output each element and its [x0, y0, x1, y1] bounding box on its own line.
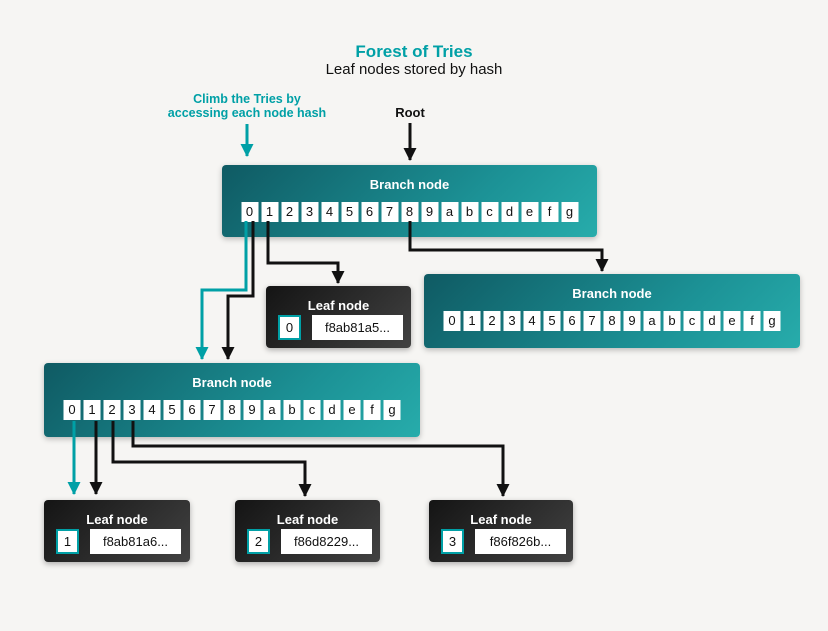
hex-cell-d: d [703, 311, 721, 331]
leaf-node-3-index: 3 [441, 529, 464, 554]
hex-cell-b: b [663, 311, 681, 331]
hex-cell-7: 7 [583, 311, 601, 331]
leaf-node-2-row: 2 f86d8229... [247, 529, 372, 554]
leaf-node-3-hash: f86f826b... [475, 529, 566, 554]
hex-cell-8: 8 [223, 400, 241, 420]
page-title: Forest of Tries [355, 42, 473, 61]
leaf-node-2-title: Leaf node [276, 512, 339, 527]
hex-cell-f: f [743, 311, 761, 331]
hex-cell-f: f [541, 202, 558, 222]
hex-cell-0: 0 [241, 202, 258, 222]
leaf-node-0: Leaf node 0 f8ab81a5... [266, 286, 411, 348]
hex-cell-4: 4 [143, 400, 161, 420]
hex-cell-1: 1 [261, 202, 278, 222]
leaf-node-0-index: 0 [278, 315, 301, 340]
leaf-node-2-index: 2 [247, 529, 270, 554]
leaf-node-1-index: 1 [56, 529, 79, 554]
hex-cell-5: 5 [543, 311, 561, 331]
hex-cell-7: 7 [203, 400, 221, 420]
climb-annotation-line1: Climb the Tries by [193, 92, 301, 106]
hex-cell-2: 2 [483, 311, 501, 331]
hex-cell-4: 4 [523, 311, 541, 331]
arrow-top-to-left-branch [221, 221, 255, 360]
page-subtitle: Leaf nodes stored by hash [325, 61, 503, 78]
hex-cell-b: b [461, 202, 478, 222]
hex-cell-g: g [383, 400, 401, 420]
hex-cell-5: 5 [341, 202, 358, 222]
hex-cell-5: 5 [163, 400, 181, 420]
hex-cell-g: g [763, 311, 781, 331]
hex-cell-c: c [303, 400, 321, 420]
leaf-node-3-title: Leaf node [470, 512, 532, 527]
leaf-node-3: Leaf node 3 f86f826b... [429, 500, 573, 562]
hex-cell-e: e [343, 400, 361, 420]
hex-cell-9: 9 [623, 311, 641, 331]
hex-cell-3: 3 [123, 400, 141, 420]
branch-node-top-title: Branch node [369, 177, 450, 192]
hex-cell-8: 8 [401, 202, 418, 222]
hex-cell-2: 2 [103, 400, 121, 420]
branch-node-left-title: Branch node [192, 375, 272, 390]
hex-cell-9: 9 [421, 202, 438, 222]
hex-cell-1: 1 [463, 311, 481, 331]
hex-cell-6: 6 [361, 202, 378, 222]
hex-cell-6: 6 [183, 400, 201, 420]
climb-annotation: Climb the Tries by accessing each node h… [147, 92, 347, 120]
leaf-node-2: Leaf node 2 f86d8229... [235, 500, 380, 562]
leaf-node-0-title: Leaf node [307, 298, 370, 313]
leaf-node-3-row: 3 f86f826b... [441, 529, 566, 554]
leaf-node-0-row: 0 f8ab81a5... [278, 315, 403, 340]
hex-cell-c: c [481, 202, 498, 222]
arrow-top-to-left-branch-teal [195, 221, 248, 360]
hex-cell-3: 3 [301, 202, 318, 222]
hex-cell-8: 8 [603, 311, 621, 331]
hex-cell-a: a [441, 202, 458, 222]
branch-node-right-title: Branch node [572, 286, 652, 301]
leaf-node-1-title: Leaf node [86, 512, 148, 527]
hex-cell-g: g [561, 202, 578, 222]
hex-cell-9: 9 [243, 400, 261, 420]
hex-cell-a: a [263, 400, 281, 420]
hex-cell-e: e [521, 202, 538, 222]
leaf-node-1: Leaf node 1 f8ab81a6... [44, 500, 190, 562]
hex-cell-c: c [683, 311, 701, 331]
hex-cell-e: e [723, 311, 741, 331]
hex-cell-2: 2 [281, 202, 298, 222]
hex-cell-a: a [643, 311, 661, 331]
hex-cell-1: 1 [83, 400, 101, 420]
leaf-node-0-hash: f8ab81a5... [312, 315, 403, 340]
hex-cell-4: 4 [321, 202, 338, 222]
climb-annotation-line2: accessing each node hash [167, 106, 327, 120]
hex-cell-d: d [323, 400, 341, 420]
hex-cell-d: d [501, 202, 518, 222]
leaf-node-2-hash: f86d8229... [281, 529, 372, 554]
leaf-node-1-row: 1 f8ab81a6... [56, 529, 181, 554]
hex-cell-6: 6 [563, 311, 581, 331]
hex-cell-0: 0 [63, 400, 81, 420]
leaf-node-1-hash: f8ab81a6... [90, 529, 181, 554]
hex-cell-7: 7 [381, 202, 398, 222]
hex-cell-0: 0 [443, 311, 461, 331]
root-annotation: Root [395, 105, 425, 120]
hex-cell-b: b [283, 400, 301, 420]
hex-cell-f: f [363, 400, 381, 420]
hex-cell-3: 3 [503, 311, 521, 331]
